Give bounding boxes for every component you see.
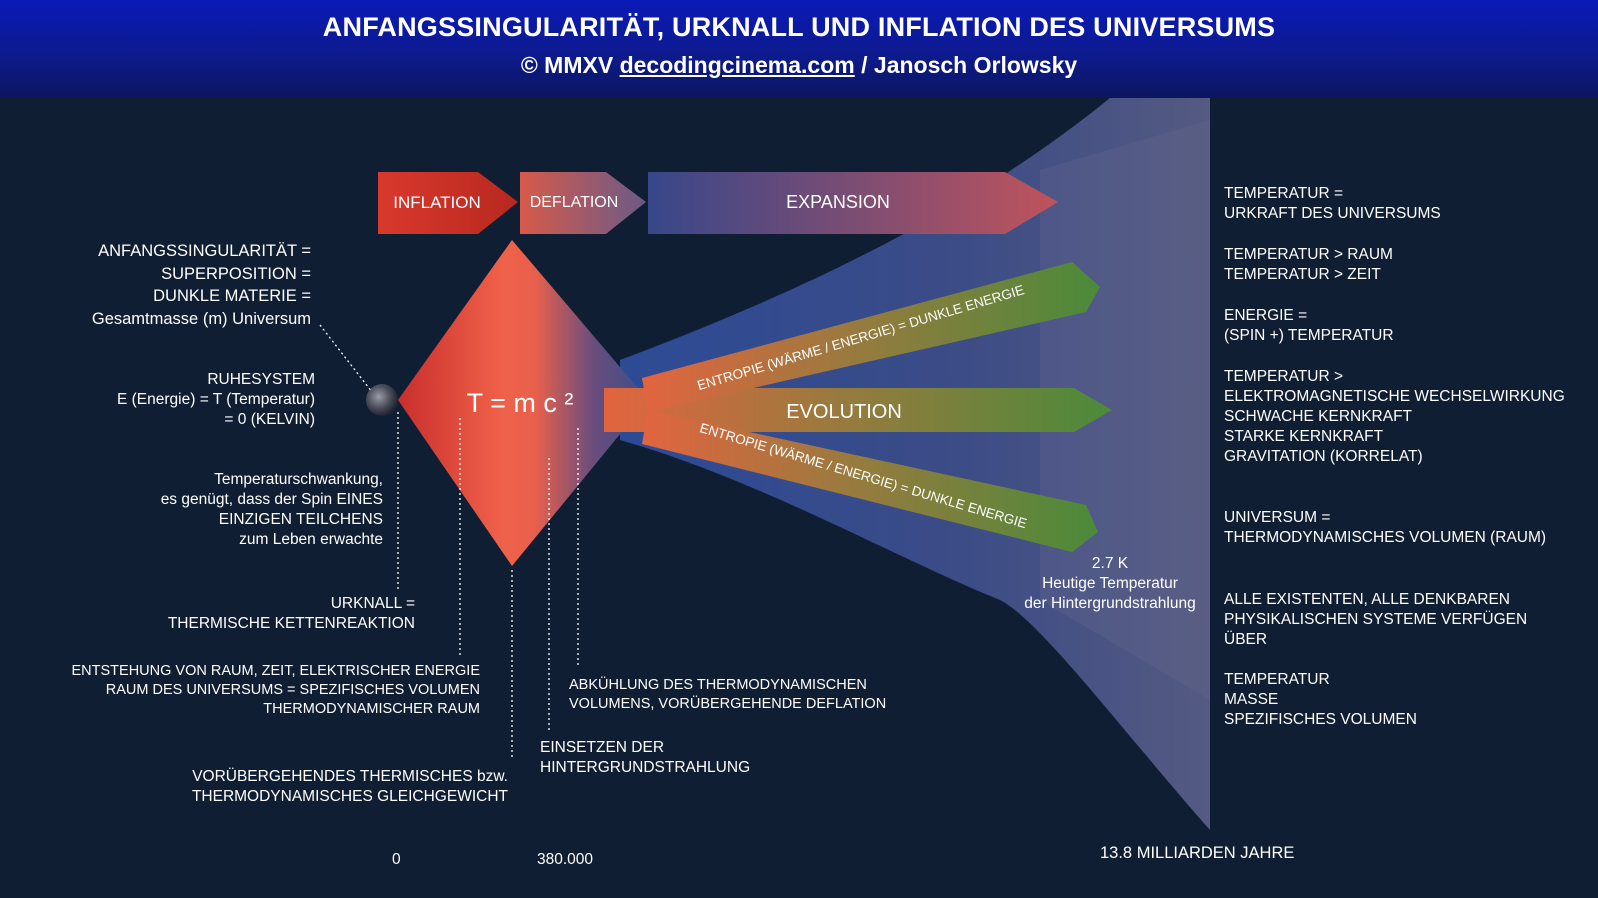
entropy-upper-arrow [642,262,1100,412]
timeline-now: 13.8 MILLIARDEN JAHRE [1100,844,1295,862]
website-link[interactable]: decodingcinema.com [619,52,855,78]
right-label-4: TEMPERATUR > ELEKTROMAGNETISCHE WECHSELW… [1224,367,1565,467]
author-text: / Janosch Orlowsky [854,52,1078,78]
right-label-1-line-2: URKRAFT DES UNIVERSUMS [1224,205,1441,222]
evolution-arrow [604,388,1112,432]
equilibrium-line-2: THERMODYNAMISCHES GLEICHGEWICHT [191,788,508,805]
deflation-arrow [520,172,646,234]
expansion-label: EXPANSION [786,192,890,212]
rest-system-label: RUHESYSTEM E (Energie) = T (Temperatur) … [117,370,315,430]
right-label-4-line-1: TEMPERATUR > [1224,368,1343,385]
copyright-text: © MMXV [520,52,620,78]
right-label-4-line-4: STARKE KERNKRAFT [1224,428,1384,445]
current-temperature-line-2: Heutige Temperatur [1042,575,1178,592]
right-label-4-line-3: SCHWACHE KERNKRAFT [1224,408,1413,425]
right-label-2: TEMPERATUR > RAUM TEMPERATUR > ZEIT [1224,245,1393,285]
inflation-label: INFLATION [393,193,481,212]
singularity-line-3: DUNKLE MATERIE = [153,287,311,305]
evolution-label: EVOLUTION [786,401,902,423]
deflation-label: DEFLATION [530,194,619,211]
right-label-4-line-2: ELEKTROMAGNETISCHE WECHSELWIRKUNG [1224,388,1565,405]
cooling-line-2: VOLUMENS, VORÜBERGEHENDE DEFLATION [569,696,887,712]
right-label-1-line-1: TEMPERATUR = [1224,185,1343,202]
leader-singularity [319,324,373,393]
right-label-1: TEMPERATUR = URKRAFT DES UNIVERSUMS [1224,184,1441,224]
right-label-5-line-1: UNIVERSUM = [1224,509,1331,526]
fluctuation-line-1: Temperaturschwankung, [214,471,383,488]
header-banner: ANFANGSSINGULARITÄT, URKNALL UND INFLATI… [0,0,1598,98]
space-origin-line-2: RAUM DES UNIVERSUMS = SPEZIFISCHES VOLUM… [105,682,480,698]
background-line-1: EINSETZEN DER [540,739,665,756]
current-temperature-value: 2.7 K [1091,555,1129,572]
fluctuation-line-2: es genügt, dass der Spin EINES [160,491,383,508]
rest-system-line-3: = 0 (KELVIN) [224,411,315,428]
fluctuation-label: Temperaturschwankung, es genügt, dass de… [161,470,383,550]
space-origin-line-1: ENTSTEHUNG VON RAUM, ZEIT, ELEKTRISCHER … [71,663,480,679]
equilibrium-label: VORÜBERGEHENDES THERMISCHES bzw. THERMOD… [192,767,508,807]
right-label-2-line-2: TEMPERATUR > ZEIT [1224,266,1381,283]
singularity-line-2: SUPERPOSITION = [161,264,311,283]
fluctuation-line-4: zum Leben erwachte [239,531,383,548]
timeline-380000: 380.000 [537,851,594,868]
equilibrium-line-1: VORÜBERGEHENDES THERMISCHES bzw. [192,768,508,785]
right-label-6-line-1: ALLE EXISTENTEN, ALLE DENKBAREN [1224,591,1510,608]
background-radiation-label: EINSETZEN DER HINTERGRUNDSTRAHLUNG [540,738,750,778]
current-temperature-label: 2.7 K Heutige Temperatur der Hintergrund… [1005,554,1215,614]
page-subtitle: © MMXV decodingcinema.com / Janosch Orlo… [0,52,1598,79]
background-line-2: HINTERGRUNDSTRAHLUNG [540,759,751,776]
right-label-7-line-2: MASSE [1224,691,1279,708]
right-label-4-line-5: GRAVITATION (KORRELAT) [1224,448,1423,465]
rest-system-line-1: RUHESYSTEM [207,371,315,388]
right-label-2-line-1: TEMPERATUR > RAUM [1224,246,1393,263]
big-bang-label: URKNALL = THERMISCHE KETTENREAKTION [168,594,415,634]
singularity-line-4: Gesamtmasse (m) Universum [91,309,311,328]
cooling-line-1: ABKÜHLUNG DES THERMODYNAMISCHEN [569,677,867,693]
cone-inner-shade [1040,120,1210,700]
singularity-line-1: ANFANGSSINGULARITÄT = [98,242,311,260]
page-title: ANFANGSSINGULARITÄT, URKNALL UND INFLATI… [322,12,1276,42]
big-bang-line-2: THERMISCHE KETTENREAKTION [167,615,415,632]
right-label-3-line-1: ENERGIE = [1224,307,1308,324]
right-label-5: UNIVERSUM = THERMODYNAMISCHES VOLUMEN (R… [1224,508,1546,548]
right-label-7-line-1: TEMPERATUR [1224,671,1330,688]
formula-text: T = m c ² [467,388,574,418]
space-origin-label: ENTSTEHUNG VON RAUM, ZEIT, ELEKTRISCHER … [72,662,480,719]
entropy-lower-arrow [642,410,1098,552]
right-label-6-line-3: ÜBER [1224,631,1268,648]
right-label-7-line-3: SPEZIFISCHES VOLUMEN [1224,711,1417,728]
right-label-3-line-2: (SPIN +) TEMPERATUR [1224,327,1394,344]
timeline-zero: 0 [392,851,401,868]
expansion-arrow [648,172,1058,234]
right-label-6: ALLE EXISTENTEN, ALLE DENKBAREN PHYSIKAL… [1224,590,1527,650]
current-temperature-line-3: der Hintergrundstrahlung [1024,595,1196,612]
fluctuation-line-3: EINZIGEN TEILCHENS [218,511,383,528]
space-origin-line-3: THERMODYNAMISCHER RAUM [263,701,480,717]
right-label-6-line-2: PHYSIKALISCHEN SYSTEME VERFÜGEN [1224,611,1528,628]
big-bang-line-1: URKNALL = [330,595,415,612]
cooling-label: ABKÜHLUNG DES THERMODYNAMISCHEN VOLUMENS… [569,676,886,714]
right-label-5-line-2: THERMODYNAMISCHES VOLUMEN (RAUM) [1224,529,1547,546]
leader-lines [319,324,579,758]
rest-system-line-2: E (Energie) = T (Temperatur) [117,391,315,408]
right-label-3: ENERGIE = (SPIN +) TEMPERATUR [1224,306,1394,346]
inflation-arrow [378,172,518,234]
singularity-label: ANFANGSSINGULARITÄT = SUPERPOSITION = DU… [92,240,311,330]
right-label-7: TEMPERATUR MASSE SPEZIFISCHES VOLUMEN [1224,670,1417,730]
singularity-dot [366,384,398,416]
